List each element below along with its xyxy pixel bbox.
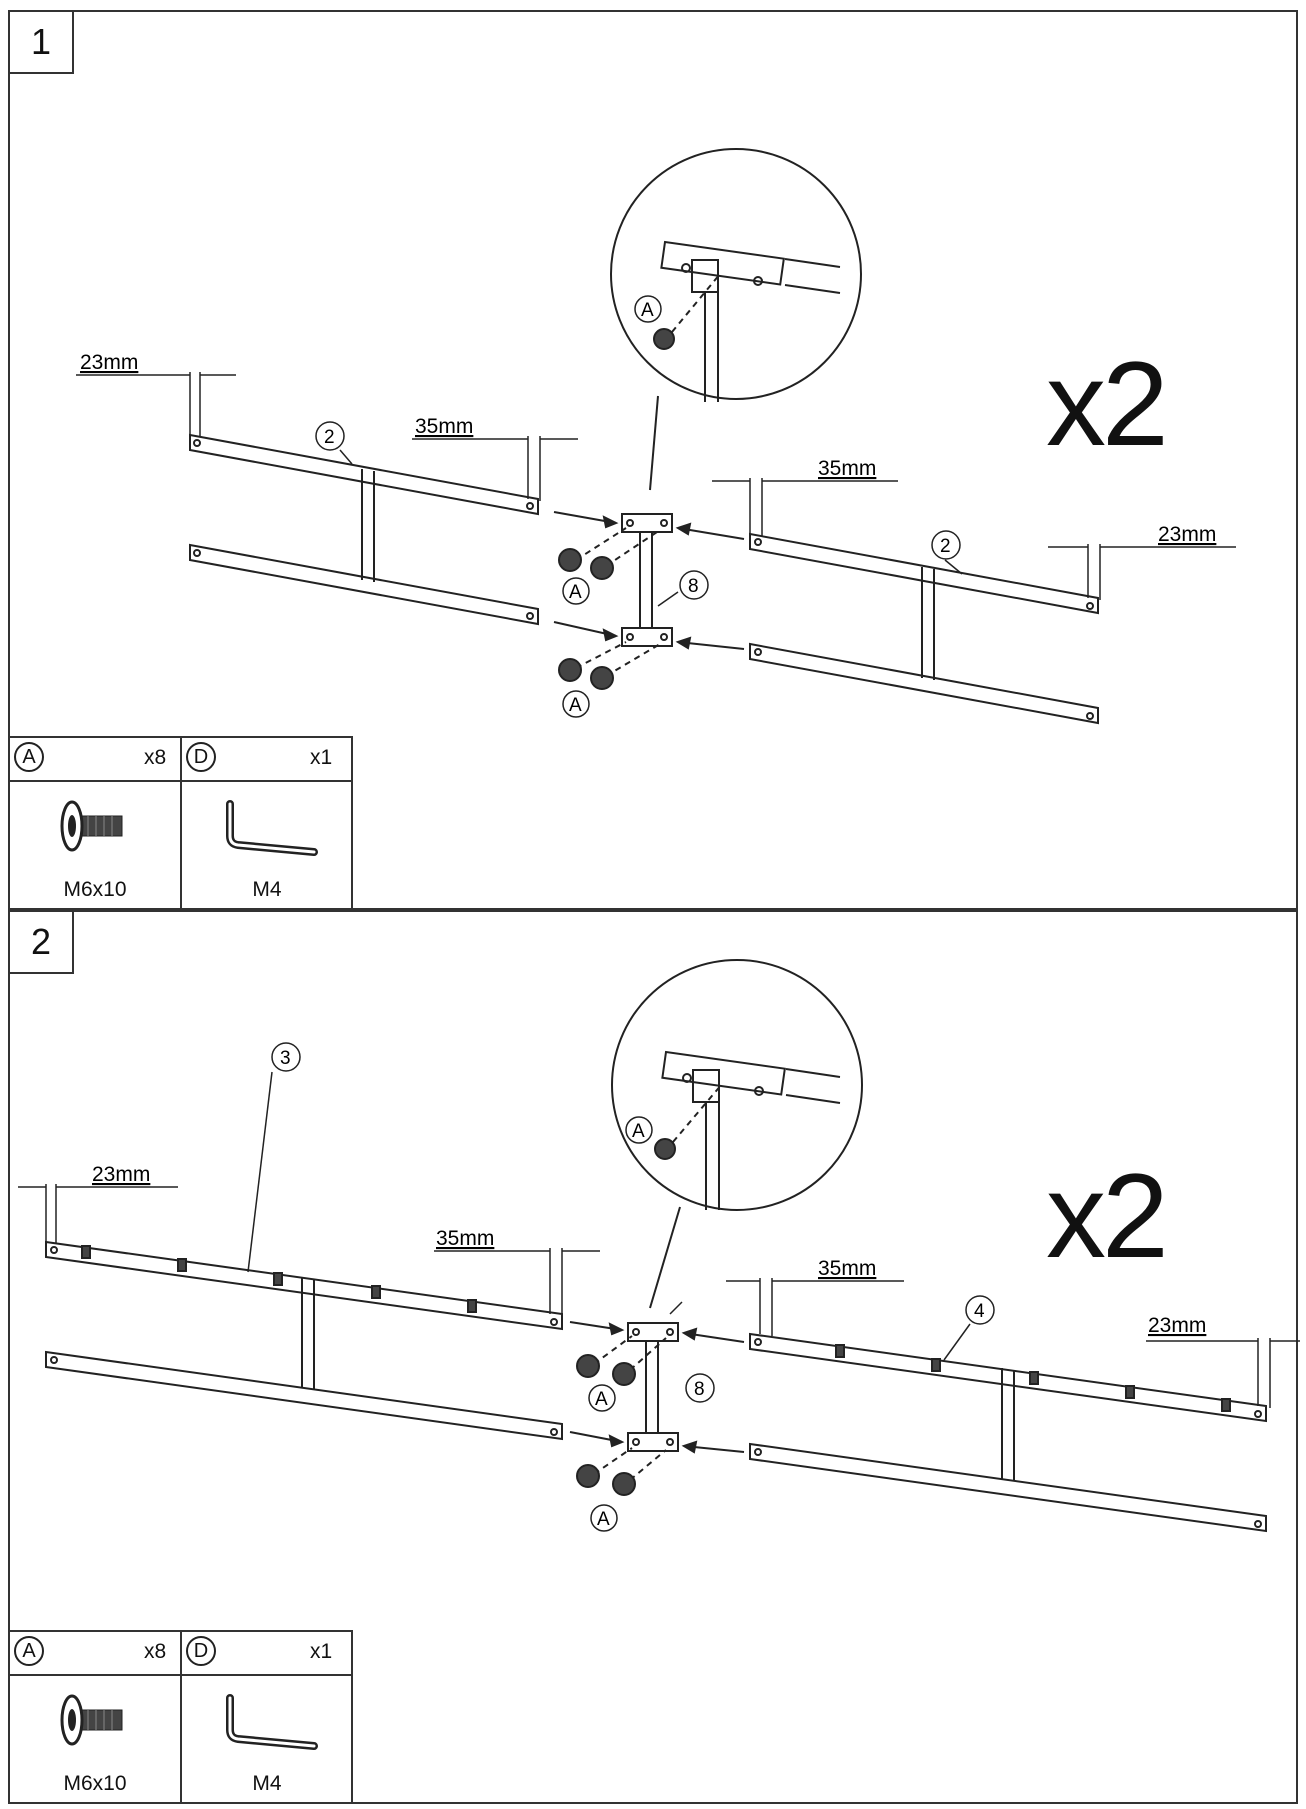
assembly-drawing: 23mm 35mm 35mm 23mm 3 4 8 A A A <box>18 959 1300 1533</box>
insertion-arrows <box>553 511 745 650</box>
detail-zoom-circle <box>611 959 863 1309</box>
left-rail-frame <box>45 1240 563 1441</box>
part-size-a: M6x10 <box>63 1772 127 1795</box>
callout-right-rail: 4 <box>974 1301 985 1322</box>
right-rail-frame <box>749 532 1099 725</box>
part-qty-d: x1 <box>310 1640 333 1663</box>
right-rail-frame <box>749 1332 1267 1533</box>
dimension-lines <box>18 1184 1300 1408</box>
callout-leaders <box>247 1042 995 1532</box>
multiplier-label: x2 <box>1046 337 1169 471</box>
dim-left-inner: 35mm <box>436 1227 494 1250</box>
part-header-d: D x1 <box>182 1632 353 1676</box>
part-qty-a: x8 <box>144 1640 167 1663</box>
part-id-d: D <box>186 1636 216 1666</box>
callout-leaders <box>315 295 963 718</box>
center-connector <box>627 1322 679 1452</box>
part-id-a: A <box>14 1636 44 1666</box>
callout-bolt-lower: A <box>597 1509 610 1530</box>
part-qty-d: x1 <box>310 746 333 769</box>
parts-table: A x8 D x1 M6x10 M4 <box>8 1630 353 1804</box>
allen-key-icon <box>226 800 318 856</box>
detail-zoom-circle <box>610 148 862 491</box>
step-number: 2 <box>8 910 74 974</box>
bolt-icon-group <box>576 1335 667 1496</box>
bolt-icon <box>60 800 123 852</box>
part-body-d: M4 <box>182 1676 353 1804</box>
callout-detail-bolt: A <box>641 300 654 321</box>
center-connector <box>621 513 673 647</box>
part-header-d: D x1 <box>182 738 353 782</box>
callout-connector: 8 <box>688 576 699 597</box>
callout-bolt-upper: A <box>569 582 582 603</box>
step-1-panel: 1 x2 <box>8 10 1298 910</box>
allen-key-icon <box>226 1694 318 1750</box>
step-number: 1 <box>8 10 74 74</box>
insertion-arrows <box>569 1321 745 1454</box>
callout-left-rail: 2 <box>324 427 335 448</box>
callout-right-rail: 2 <box>940 536 951 557</box>
callout-detail-bolt: A <box>632 1121 645 1142</box>
parts-table: A x8 D x1 M6x10 M4 <box>8 736 353 910</box>
part-header-a: A x8 <box>10 1632 182 1676</box>
part-size-a: M6x10 <box>63 878 127 901</box>
part-size-d: M4 <box>252 878 282 901</box>
part-size-d: M4 <box>252 1772 282 1795</box>
assembly-drawing: 23mm 35mm 35mm 23mm 2 2 8 A A A <box>76 148 1236 725</box>
callout-bolt-lower: A <box>569 695 582 716</box>
dim-left-outer: 23mm <box>80 351 138 374</box>
part-header-a: A x8 <box>10 738 182 782</box>
part-id-d: D <box>186 742 216 772</box>
dim-left-inner: 35mm <box>415 415 473 438</box>
bolt-icon <box>60 1694 123 1746</box>
callout-connector: 8 <box>694 1379 705 1400</box>
dim-right-inner: 35mm <box>818 457 876 480</box>
step-2-panel: 2 x2 <box>8 910 1300 1804</box>
dim-right-outer: 23mm <box>1158 523 1216 546</box>
part-body-a: M6x10 <box>10 1676 182 1804</box>
multiplier-label: x2 <box>1046 1149 1169 1283</box>
callout-bolt-upper: A <box>595 1389 608 1410</box>
part-id-a: A <box>14 742 44 772</box>
left-rail-frame <box>189 433 539 626</box>
dim-right-outer: 23mm <box>1148 1314 1206 1337</box>
dim-left-outer: 23mm <box>92 1163 150 1186</box>
part-body-a: M6x10 <box>10 782 182 910</box>
dim-right-inner: 35mm <box>818 1257 876 1280</box>
callout-left-rail: 3 <box>280 1048 291 1069</box>
dimension-lines <box>76 372 1236 600</box>
bolt-icon-group <box>558 527 661 690</box>
part-body-d: M4 <box>182 782 353 910</box>
part-qty-a: x8 <box>144 746 167 769</box>
